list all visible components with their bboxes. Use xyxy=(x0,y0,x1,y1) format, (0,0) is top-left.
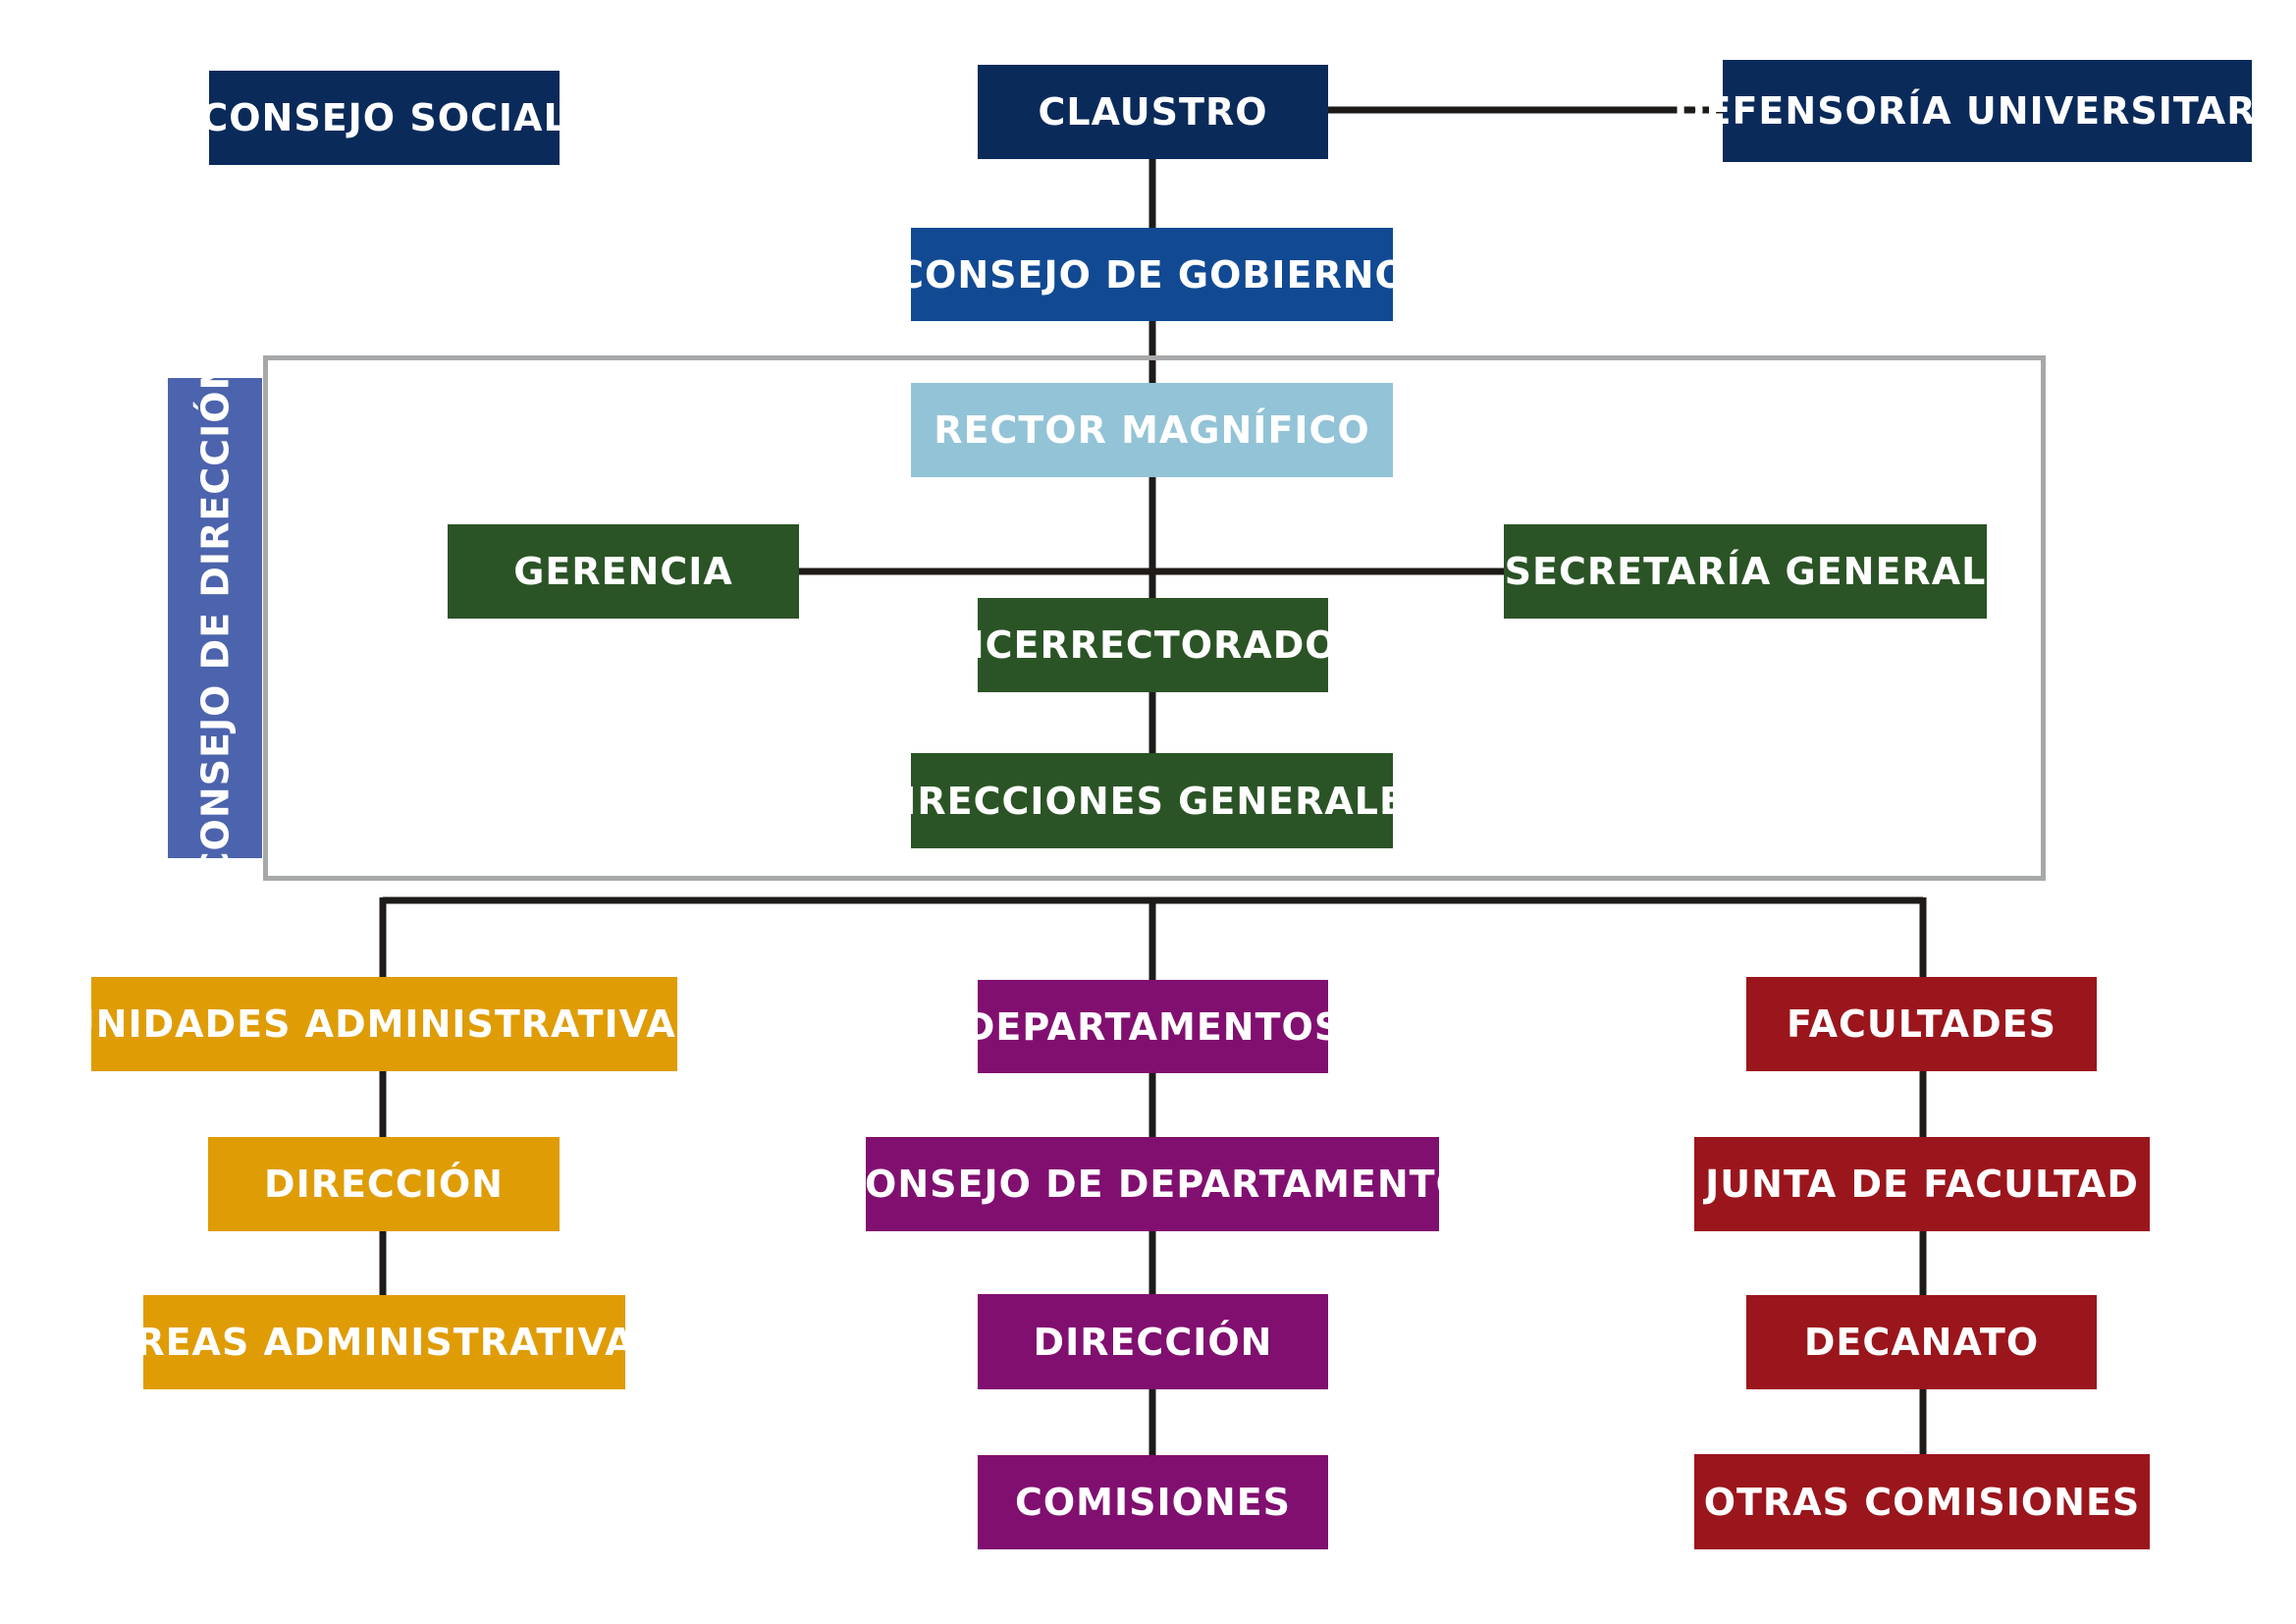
facultades-box: FACULTADES xyxy=(1746,977,2097,1071)
vicerrectorados-box: VICERRECTORADOS xyxy=(940,598,1364,692)
junta-facultad-box: JUNTA DE FACULTAD xyxy=(1694,1137,2150,1231)
consejo-gobierno-box: CONSEJO DE GOBIERNO xyxy=(896,228,1407,321)
areas-administrativas-box: ÁREAS ADMINISTRATIVAS xyxy=(106,1295,662,1389)
direcciones-generales-box: DIRECCIONES GENERALES xyxy=(871,753,1432,848)
departamentos-box: DEPARTAMENTOS xyxy=(964,980,1341,1073)
defensoria-box: DEFENSORÍA UNIVERSITARIA xyxy=(1674,60,2296,162)
dept-direccion-box: DIRECCIÓN xyxy=(978,1294,1328,1389)
gerencia-box: GERENCIA xyxy=(448,524,799,619)
consejo-departamento-box: CONSEJO DE DEPARTAMENTO xyxy=(836,1137,1468,1231)
consejo-social-box: CONSEJO SOCIAL xyxy=(200,71,567,165)
decanato-box: DECANATO xyxy=(1746,1295,2097,1389)
claustro-box: CLAUSTRO xyxy=(978,65,1328,159)
rector-box: RECTOR MAGNÍFICO xyxy=(911,383,1393,477)
consejo-direccion-label: CONSEJO DE DIRECCIÓN xyxy=(168,357,262,879)
otras-comisiones-box: OTRAS COMISIONES xyxy=(1694,1454,2150,1549)
admin-direccion-box: DIRECCIÓN xyxy=(208,1137,560,1231)
consejo-direccion-frame xyxy=(263,355,2046,881)
comisiones-box: COMISIONES xyxy=(978,1455,1328,1549)
secretaria-box: SECRETARÍA GENERAL xyxy=(1504,524,1987,619)
unidades-administrativas-box: UNIDADES ADMINISTRATIVAS xyxy=(65,977,703,1071)
